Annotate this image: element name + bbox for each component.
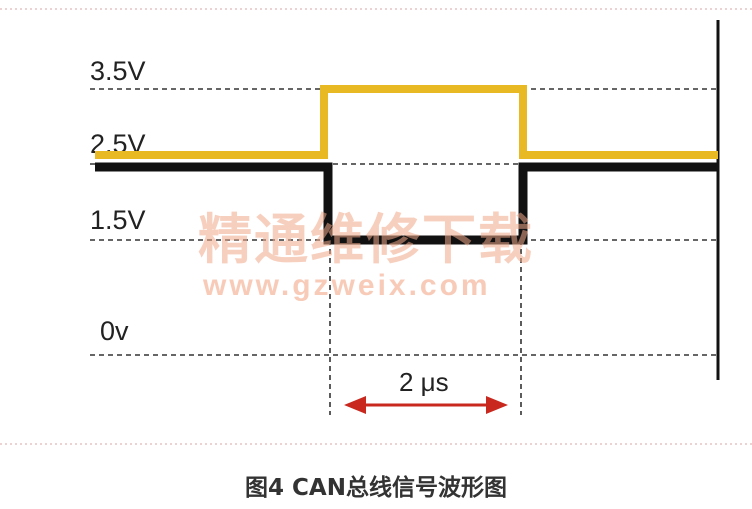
level-label-0v: 0v [100, 316, 129, 346]
level-label-1-5v: 1.5V [90, 205, 146, 235]
can-low-signal [95, 162, 718, 245]
duration-arrow [344, 396, 508, 414]
can-high-signal [95, 85, 718, 159]
watermark-url: www.gzweix.com [202, 269, 491, 302]
watermark-text: 精通维修下载 [198, 207, 534, 271]
figure-caption: 图4 CAN总线信号波形图 [245, 475, 507, 501]
duration-label: 2 μs [399, 367, 449, 397]
level-label-3-5v: 3.5V [90, 56, 146, 86]
